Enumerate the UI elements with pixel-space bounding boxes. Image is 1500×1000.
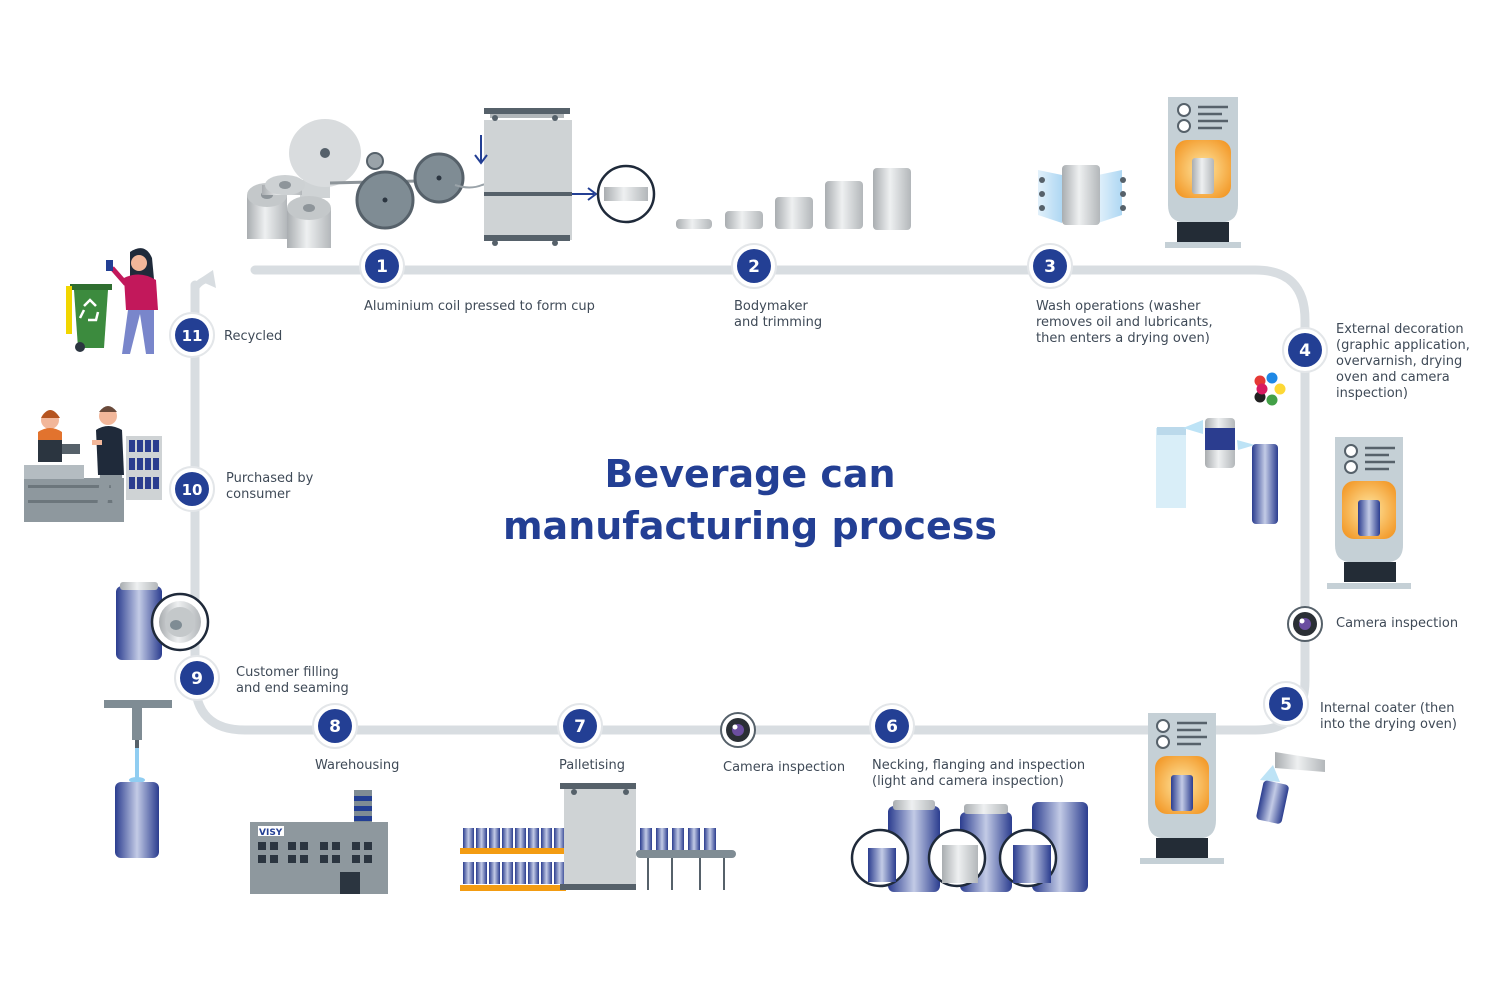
step-number: 11 bbox=[182, 327, 203, 345]
factory-sign: VISY bbox=[259, 828, 283, 838]
step-number: 7 bbox=[574, 717, 586, 737]
camera-inspection-label: Camera inspection bbox=[1336, 616, 1459, 631]
camera-icon bbox=[1287, 606, 1323, 642]
step-marker-disc bbox=[365, 249, 399, 283]
recycling-bin-icon bbox=[66, 284, 112, 352]
step-number: 9 bbox=[191, 669, 203, 689]
step-marker-11: 11 bbox=[169, 312, 215, 358]
step-marker-1: 1 bbox=[359, 243, 405, 289]
step-6-label: Necking, flanging and inspection (light … bbox=[872, 758, 1086, 789]
step-5-label: Internal coater (then into the drying ov… bbox=[1320, 701, 1457, 732]
step-marker-7: 7 bbox=[557, 703, 603, 749]
color-dots-icon bbox=[1254, 372, 1286, 406]
can-stages-icon bbox=[676, 168, 911, 230]
step-number: 2 bbox=[748, 257, 760, 277]
step-marker-9: 9 bbox=[174, 655, 220, 701]
person-icon bbox=[106, 248, 158, 354]
step-number: 10 bbox=[182, 481, 203, 499]
step-marker-5: 5 bbox=[1263, 681, 1309, 727]
step-marker-disc bbox=[1288, 333, 1322, 367]
step-markers: 1 2 3 4 5 6 7 8 9 10 11 bbox=[169, 243, 1328, 749]
camera-icon bbox=[720, 712, 756, 748]
step-marker-3: 3 bbox=[1027, 243, 1073, 289]
step-7-label: Palletising bbox=[559, 758, 626, 773]
title-line-2: manufacturing process bbox=[502, 504, 998, 548]
step-2-label: Bodymaker and trimming bbox=[734, 299, 823, 330]
filling-nozzle-icon bbox=[104, 700, 172, 858]
step-number: 3 bbox=[1044, 257, 1056, 277]
step-11-label: Recycled bbox=[224, 329, 283, 344]
step-marker-8: 8 bbox=[312, 703, 358, 749]
step-number: 6 bbox=[886, 717, 898, 737]
factory-icon: VISY bbox=[250, 790, 388, 894]
oven-icon bbox=[1140, 713, 1224, 864]
step-marker-10: 10 bbox=[169, 466, 215, 512]
step-number: 4 bbox=[1299, 341, 1311, 361]
checkout-icon bbox=[24, 406, 162, 522]
pallet-icon bbox=[460, 783, 736, 891]
step-number: 1 bbox=[376, 257, 388, 277]
step-9-label: Customer filling and end seaming bbox=[236, 665, 349, 696]
step-number: 5 bbox=[1280, 695, 1292, 715]
step-marker-disc bbox=[1033, 249, 1067, 283]
person-icon bbox=[38, 410, 62, 462]
step-marker-disc bbox=[175, 318, 209, 352]
camera-inspection-label: Camera inspection bbox=[723, 760, 846, 775]
step-marker-disc bbox=[175, 472, 209, 506]
step-marker-4: 4 bbox=[1282, 327, 1328, 373]
step-marker-disc bbox=[563, 709, 597, 743]
can-end-icon bbox=[116, 582, 210, 660]
oven-icon bbox=[1327, 437, 1411, 589]
spray-decoration-icon bbox=[1156, 418, 1278, 524]
step-number: 8 bbox=[329, 717, 341, 737]
step-10-label: Purchased by consumer bbox=[226, 471, 314, 502]
step-4-label: External decoration (graphic application… bbox=[1336, 322, 1470, 401]
step-1-label: Aluminium coil pressed to form cup bbox=[364, 299, 595, 314]
washer-icon bbox=[1038, 165, 1126, 225]
coil-press-icon bbox=[247, 108, 656, 248]
diagram-title: Beverage can manufacturing process bbox=[450, 448, 1050, 552]
step-marker-disc bbox=[180, 661, 214, 695]
necked-cans-icon bbox=[850, 800, 1088, 892]
title-line-1: Beverage can bbox=[604, 452, 896, 496]
oven-icon bbox=[1165, 97, 1241, 248]
step-marker-disc bbox=[875, 709, 909, 743]
step-marker-disc bbox=[1269, 687, 1303, 721]
internal-coater-icon bbox=[1256, 752, 1325, 824]
step-8-label: Warehousing bbox=[315, 758, 400, 773]
step-marker-disc bbox=[737, 249, 771, 283]
step-3-label: Wash operations (washer removes oil and … bbox=[1036, 299, 1213, 346]
step-marker-disc bbox=[318, 709, 352, 743]
step-marker-6: 6 bbox=[869, 703, 915, 749]
step-marker-2: 2 bbox=[731, 243, 777, 289]
person-icon bbox=[92, 406, 124, 520]
